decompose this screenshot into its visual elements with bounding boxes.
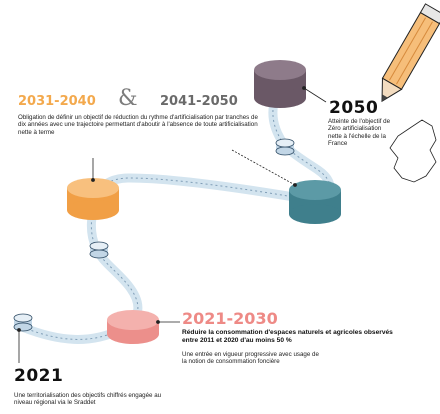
- pencil-icon: [381, 3, 440, 103]
- note-2021-2030: Une entrée en vigueur progressive avec u…: [182, 351, 319, 366]
- node-2031-2040: [67, 178, 119, 220]
- node-2050: [254, 60, 306, 108]
- small-node-3: [275, 138, 295, 156]
- year-2041-2050: 2041-2050: [160, 94, 238, 109]
- ampersand: &: [118, 86, 138, 111]
- node-2041-2050: [289, 180, 341, 224]
- description-2031-2050: Obligation de définir un objectif de réd…: [18, 114, 258, 136]
- description-2050: Atteinte de l'objectif de Zéro artificia…: [328, 118, 391, 148]
- connector-lines: [17, 86, 327, 363]
- description-2021: Une territorialisation des objectifs chi…: [14, 392, 162, 407]
- node-2021-2030: [107, 310, 159, 344]
- france-map-icon: [389, 119, 437, 183]
- small-node-1: [13, 313, 33, 332]
- small-node-2: [89, 241, 109, 259]
- headline-2021-2030: Réduire la consommation d'espaces nature…: [182, 329, 393, 344]
- year-2021-2030: 2021-2030: [182, 309, 278, 328]
- year-2050: 2050: [329, 98, 379, 118]
- year-2021: 2021: [14, 366, 64, 386]
- year-2031-2040: 2031-2040: [18, 94, 96, 109]
